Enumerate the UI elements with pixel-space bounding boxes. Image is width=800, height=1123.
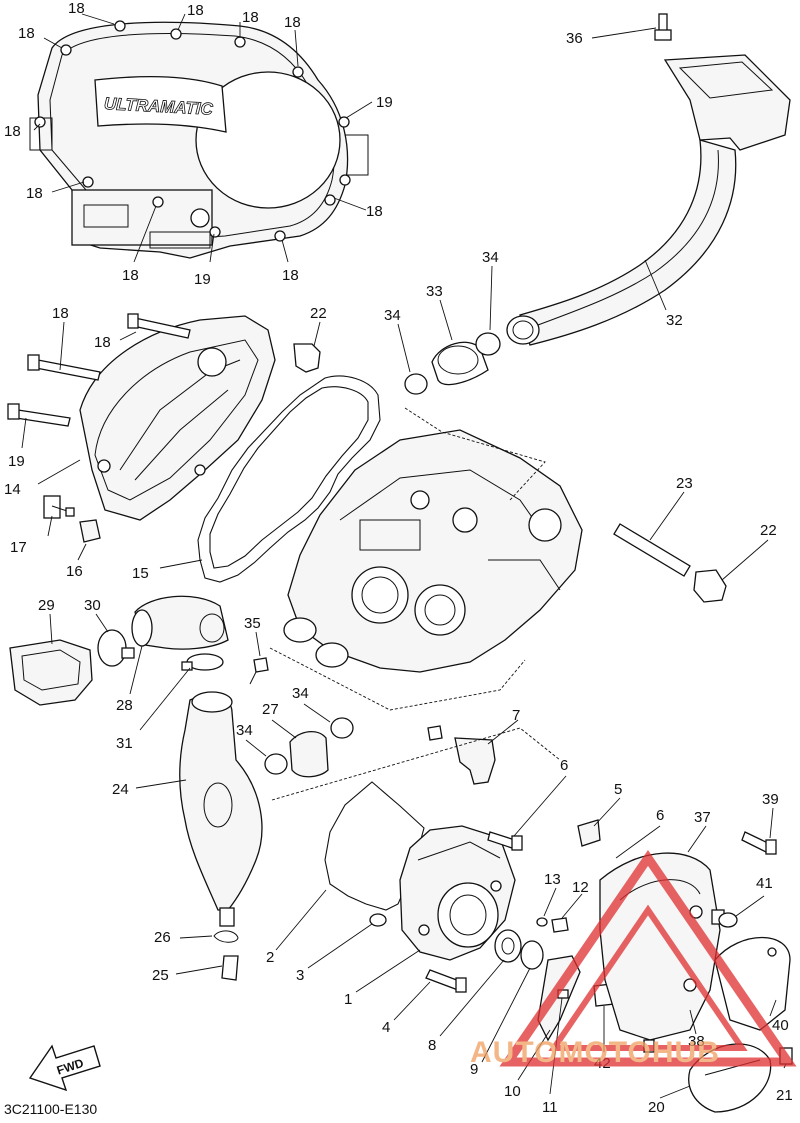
callout: 29 <box>38 597 55 614</box>
fwd-arrow-icon: FWD <box>28 1044 101 1092</box>
boot-27-clamps-34 <box>264 717 354 778</box>
callout: 18 <box>26 185 43 202</box>
oring-13-12 <box>536 917 569 933</box>
callout: 34 <box>236 722 253 739</box>
callout: 18 <box>366 203 383 220</box>
callout: 7 <box>512 707 520 724</box>
callout: 18 <box>52 305 69 322</box>
bracket-7 <box>427 725 496 785</box>
callout: 4 <box>382 1019 390 1036</box>
callout: 18 <box>122 267 139 284</box>
dowel-3 <box>369 913 387 927</box>
callout: 24 <box>112 781 129 798</box>
cover-logo-text: ULTRAMATIC <box>104 94 214 119</box>
cover-bolt-heads <box>34 20 351 242</box>
callout: 18 <box>187 2 204 19</box>
callout: 18 <box>4 123 21 140</box>
callout: 25 <box>152 967 169 984</box>
callout: 40 <box>772 1017 789 1034</box>
callout-labels: 18 18 18 18 18 18 18 18 18 18 19 19 36 3… <box>4 0 793 1116</box>
callout: 10 <box>504 1083 521 1100</box>
shaft-23 <box>613 523 691 577</box>
callout: 28 <box>116 697 133 714</box>
callout: 21 <box>776 1087 793 1104</box>
gasket-15 <box>197 375 381 583</box>
drain-bolt-17 <box>43 495 75 519</box>
duct-24 <box>179 691 263 927</box>
small-parts-25-26 <box>213 930 239 981</box>
clamp-30 <box>97 629 135 667</box>
cvt-cover-14 <box>79 315 276 521</box>
drawing-code: 3C21100-E130 <box>4 1101 97 1117</box>
callout: 17 <box>10 539 27 556</box>
callout: 39 <box>762 791 779 808</box>
intake-boot-33 <box>404 332 501 395</box>
callout: 18 <box>94 334 111 351</box>
callout: 18 <box>282 267 299 284</box>
callout: 11 <box>542 1099 558 1116</box>
callout: 6 <box>560 757 568 774</box>
callout: 12 <box>572 879 589 896</box>
gasket-2 <box>324 781 425 911</box>
callout: 33 <box>426 283 443 300</box>
crankcase <box>283 429 583 673</box>
callout: 34 <box>482 249 499 266</box>
callout: 6 <box>656 807 664 824</box>
callout: 32 <box>666 312 683 329</box>
callout: 26 <box>154 929 171 946</box>
callout: 30 <box>84 597 101 614</box>
callout: 19 <box>376 94 393 111</box>
callout: 35 <box>244 615 261 632</box>
fitting-22-upper <box>293 343 321 373</box>
callout: 8 <box>428 1037 436 1054</box>
bolt-6a-5 <box>487 819 601 851</box>
callout: 1 <box>344 991 352 1008</box>
callout: 37 <box>694 809 711 826</box>
leader-lines <box>21 13 787 1099</box>
callout: 3 <box>296 967 304 984</box>
watermark-text: AUTOMOTOHUB <box>470 1036 720 1069</box>
callout: 36 <box>566 30 583 47</box>
fitting-22-lower <box>693 569 727 603</box>
callout: 15 <box>132 565 149 582</box>
callout: 5 <box>614 781 622 798</box>
callout: 18 <box>18 25 35 42</box>
callout: 13 <box>544 871 561 888</box>
plug-16 <box>79 519 101 543</box>
callout: 2 <box>266 949 274 966</box>
bolts-18-19 <box>7 313 191 427</box>
callout: 14 <box>4 481 21 498</box>
callout: 18 <box>68 0 85 17</box>
callout: 34 <box>384 307 401 324</box>
callout: 19 <box>8 453 25 470</box>
callout: 20 <box>648 1099 665 1116</box>
air-duct-upper <box>506 13 791 346</box>
plate-40 <box>714 937 791 1031</box>
boot-28 <box>131 595 229 650</box>
callout: 34 <box>292 685 309 702</box>
callout: 31 <box>116 735 133 752</box>
seal-9 <box>520 940 544 970</box>
callout: 22 <box>310 305 327 322</box>
callout: 41 <box>756 875 773 892</box>
duct-29 <box>9 639 93 706</box>
assembled-cvt-cover: ULTRAMATIC <box>29 20 369 259</box>
callout: 23 <box>676 475 693 492</box>
bearing-8 <box>494 929 522 963</box>
callout: 27 <box>262 701 279 718</box>
clamp-31-35 <box>181 653 269 685</box>
outer-cover-37 <box>599 852 725 1041</box>
callout: 22 <box>760 522 777 539</box>
starter-cover-1 <box>399 825 516 961</box>
watermark-logo: AUTOMOTOHUB <box>470 850 797 1069</box>
callout: 19 <box>194 271 211 288</box>
callout: 16 <box>66 563 83 580</box>
callout: 18 <box>242 9 259 26</box>
bolt-4 <box>425 969 467 993</box>
callout: 18 <box>284 14 301 31</box>
callout: 9 <box>470 1061 478 1078</box>
